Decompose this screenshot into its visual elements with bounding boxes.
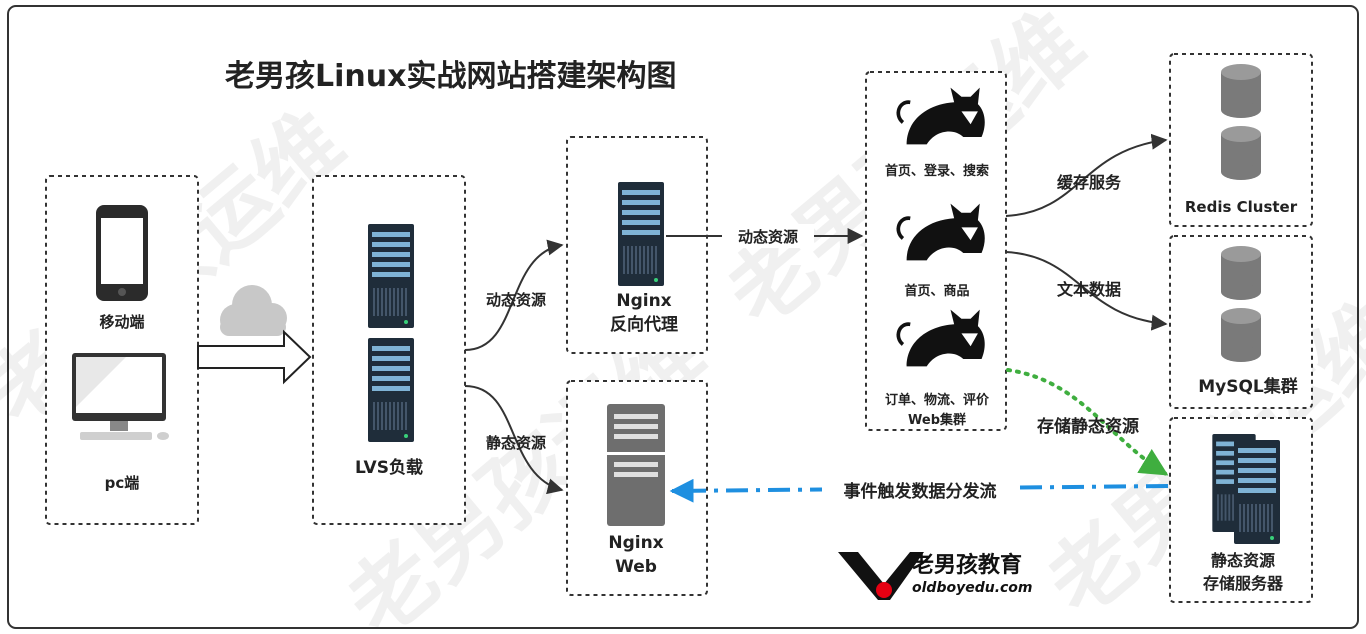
lvs-server-icon [368,224,414,328]
edge-cluster-redis [1005,133,1168,217]
web-cluster-footer: Web集群 [908,412,966,428]
edge-label-store-static: 存储静态资源 [1037,416,1139,437]
monitor-icon [72,353,166,431]
oldboy-logo [838,552,924,600]
lvs-server-icon [368,338,414,442]
nginx-proxy-server-icon [618,182,664,286]
nginx-web-line2: Web [615,557,657,577]
lvs-label: LVS负载 [355,457,423,478]
logo-cn-text: 老男孩教育 [911,552,1022,578]
mysql-label: MySQL集群 [1198,376,1298,397]
storage-server-icon [1234,440,1280,544]
pc-label: pc端 [105,474,140,492]
edge-label-text-data: 文本数据 [1057,280,1121,299]
redis-db-icon [1221,64,1261,118]
web-cluster-label-2: 首页、商品 [904,283,969,299]
edge-label-lvs-dynamic: 动态资源 [486,291,546,309]
edge-label-bg [722,224,814,248]
web-cluster-label-1: 首页、登录、搜索 [885,163,989,179]
edge-lvs-web [464,385,564,495]
nginx-web-line1: Nginx [608,533,663,553]
edge-label-event-flow: 事件触发数据分发流 [844,481,997,502]
edge-label-cache: 缓存服务 [1056,173,1122,192]
logo-en-text: oldboyedu.com [912,580,1033,596]
cloud-icon [220,285,287,336]
nginx-web-server-icon [607,404,665,526]
nginx-proxy-line2: 反向代理 [610,314,678,335]
redis-label: Redis Cluster [1185,198,1298,216]
web-cluster-label-3: 订单、物流、评价 [885,392,990,408]
edge-lvs-proxy [464,239,564,351]
page-title: 老男孩Linux实战网站搭建架构图 [225,59,676,94]
edge-label-bg [822,477,1018,503]
keyboard-icon [80,432,169,440]
storage-line2: 存储服务器 [1203,574,1284,593]
nginx-proxy-line1: Nginx [616,291,671,311]
edge-label-lvs-static: 静态资源 [486,434,546,452]
phone-icon [96,205,148,301]
mysql-db-icon [1221,246,1261,300]
storage-line1: 静态资源 [1211,551,1275,570]
client-arrow [197,329,312,385]
edge-cluster-storage [1006,368,1169,476]
mobile-label: 移动端 [99,313,144,331]
redis-db-icon [1221,126,1261,180]
edge-cluster-mysql [1005,251,1168,331]
edge-label-proxy-dynamic: 动态资源 [738,228,798,246]
mysql-db-icon [1221,308,1261,362]
